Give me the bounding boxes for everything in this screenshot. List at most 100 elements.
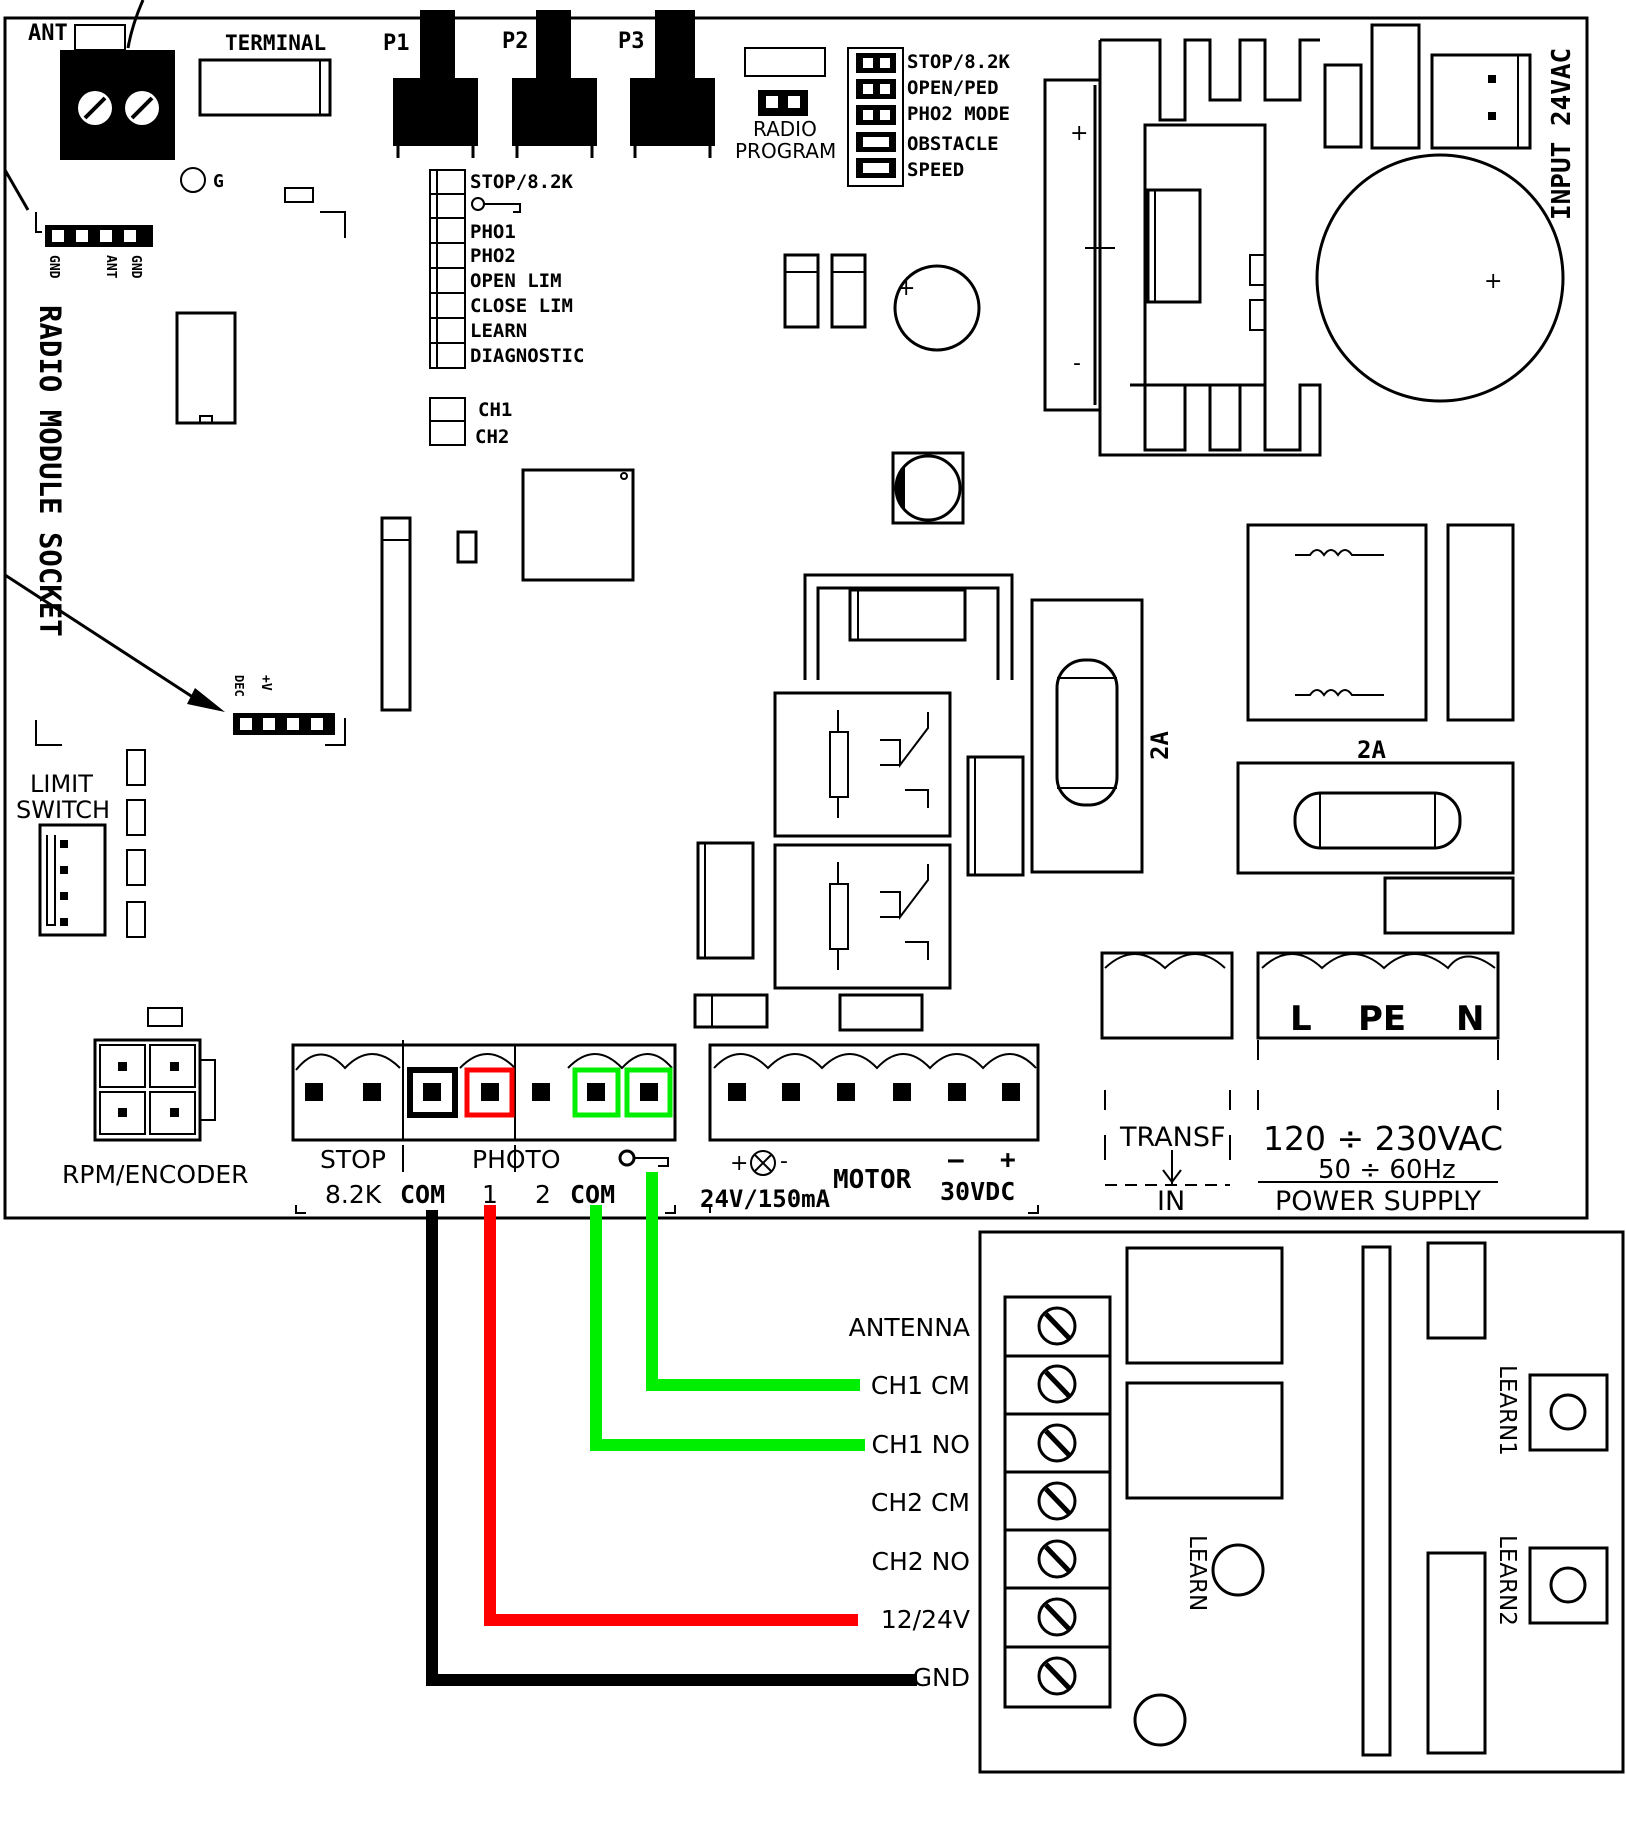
arrow-line-bottom — [4, 573, 206, 707]
power-supply-label: POWER SUPPLY — [1275, 1186, 1482, 1217]
dec-pin-label: DEC — [232, 675, 246, 697]
rx-learn1-label: LEARN1 — [1494, 1365, 1520, 1456]
led-open-lim-label: OPEN LIM — [470, 270, 562, 292]
heatsink-minus: - — [1073, 351, 1081, 376]
wire-com-to-gnd — [426, 1210, 917, 1686]
rx-relay-2 — [1125, 1381, 1284, 1500]
lamp-icon: + - — [730, 1149, 788, 1176]
input-24vac-label: INPUT 24VAC — [1547, 48, 1577, 220]
power-l-label: L — [1290, 999, 1312, 1039]
g-label: G — [213, 171, 224, 192]
led-stop-label: STOP/8.2K — [470, 171, 574, 193]
stop-8-2k-label: 8.2K — [325, 1180, 382, 1209]
photo-1-label: 1 — [482, 1180, 498, 1209]
motor-label: MOTOR — [833, 1165, 912, 1195]
input-24vac-connector — [1430, 53, 1532, 150]
rx-ch2-no-label: CH2 NO — [872, 1547, 971, 1576]
p1-label: P1 — [383, 31, 410, 56]
control-terminal-strip — [291, 1040, 677, 1142]
terminal-photo1-highlight — [464, 1067, 515, 1118]
p1-button — [393, 10, 478, 158]
motor-minus-label: – — [948, 1145, 964, 1175]
terminal-lock-highlight — [624, 1067, 673, 1118]
regulator — [1146, 188, 1202, 304]
dip-3-label: PHO2 MODE — [907, 103, 1010, 125]
led-lock-icon — [471, 197, 521, 213]
terminal-stop-2 — [363, 1083, 381, 1101]
p3-button — [630, 10, 715, 158]
main-board-outline — [3, 16, 1589, 1220]
rx-ch1-cm-label: CH1 CM — [871, 1371, 970, 1400]
antenna-wire — [126, 0, 145, 49]
transf-in-label: IN — [1157, 1186, 1185, 1217]
fuse-1-holder — [1030, 598, 1144, 874]
dip-5-label: SPEED — [907, 159, 964, 181]
terminal-label: TERMINAL — [225, 31, 326, 55]
transformer-terminal — [1100, 951, 1234, 1040]
lamp-label: 24V/150mA — [700, 1185, 831, 1213]
terminal-photo2 — [532, 1083, 550, 1101]
heatsink-plus: + — [1070, 121, 1088, 146]
fuse-2-label: 2A — [1357, 736, 1386, 764]
terminal-com — [423, 1083, 441, 1101]
dip-switch-block — [847, 47, 904, 187]
wire-com-to-ch1-no — [590, 1205, 865, 1451]
com-label-1: COM — [400, 1180, 445, 1209]
radio-module-socket-label: RADIO MODULE SOCKET — [33, 305, 67, 637]
terminal-com2 — [587, 1083, 605, 1101]
transformer-block — [1246, 523, 1428, 722]
rx-learn2-button — [1528, 1546, 1609, 1625]
radio-program-label-2: PROGRAM — [735, 139, 836, 163]
terminal-lock — [640, 1083, 658, 1101]
motor-30vdc-label: 30VDC — [940, 1177, 1015, 1206]
led-close-lim-label: CLOSE LIM — [470, 295, 573, 317]
rpm-encoder-label: RPM/ENCODER — [62, 1160, 249, 1189]
rx-learn-button — [1211, 1543, 1265, 1597]
rx-ch2-cm-label: CH2 CM — [871, 1488, 970, 1517]
led-pho1-label: PHO1 — [470, 221, 516, 243]
terminal-com2-highlight — [572, 1067, 621, 1118]
lock-terminal-icon — [618, 1149, 669, 1167]
motor-plus-label: + — [1000, 1145, 1016, 1175]
led-diagnostic-label: DIAGNOSTIC — [470, 345, 584, 367]
arrow-head — [187, 688, 225, 712]
ant-label: ANT — [28, 21, 68, 46]
fuse-2-holder — [1236, 761, 1515, 875]
dip-2-label: OPEN/PED — [907, 77, 999, 99]
relay-2 — [773, 843, 952, 990]
power-n-label: N — [1456, 999, 1484, 1039]
com-label-2: COM — [570, 1180, 615, 1209]
p3-label: P3 — [618, 29, 645, 54]
radio-program-label-1: RADIO — [753, 117, 817, 141]
small-capacitor — [893, 264, 981, 352]
led-pho2-label: PHO2 — [470, 245, 516, 267]
microcontroller — [521, 468, 635, 582]
limit-label: LIMIT — [30, 770, 93, 798]
terminal-component — [198, 58, 332, 117]
rx-ch1-no-label: CH1 NO — [872, 1430, 971, 1459]
terminal-stop-1 — [305, 1083, 323, 1101]
dip-4-label: OBSTACLE — [907, 133, 999, 155]
stop-label: STOP — [320, 1145, 386, 1174]
rx-learn-label: LEARN — [1184, 1535, 1210, 1611]
relay-1 — [773, 691, 952, 838]
ch2-led-label: CH2 — [475, 426, 509, 448]
receiver-board — [978, 1230, 1625, 1774]
radio-pin-ant: ANT — [103, 255, 118, 279]
inductor — [891, 451, 965, 525]
receiver-screws — [1037, 1306, 1077, 1696]
fuse-1 — [1055, 658, 1119, 807]
dip-1-label: STOP/8.2K — [907, 51, 1011, 73]
g-test-point — [180, 167, 206, 193]
transf-label: TRANSF — [1119, 1122, 1226, 1153]
p2-button — [512, 10, 597, 158]
rx-learn2-label: LEARN2 — [1494, 1535, 1520, 1626]
rx-antenna-label: ANTENNA — [849, 1313, 970, 1342]
p2-label: P2 — [502, 29, 529, 54]
v-pin-label: +V — [258, 675, 273, 691]
photo-2-label: 2 — [535, 1180, 551, 1209]
radio-program-jumper — [758, 90, 808, 116]
radio-pin-gnd-2: GND — [128, 255, 143, 279]
arrow-line-top — [3, 169, 30, 211]
